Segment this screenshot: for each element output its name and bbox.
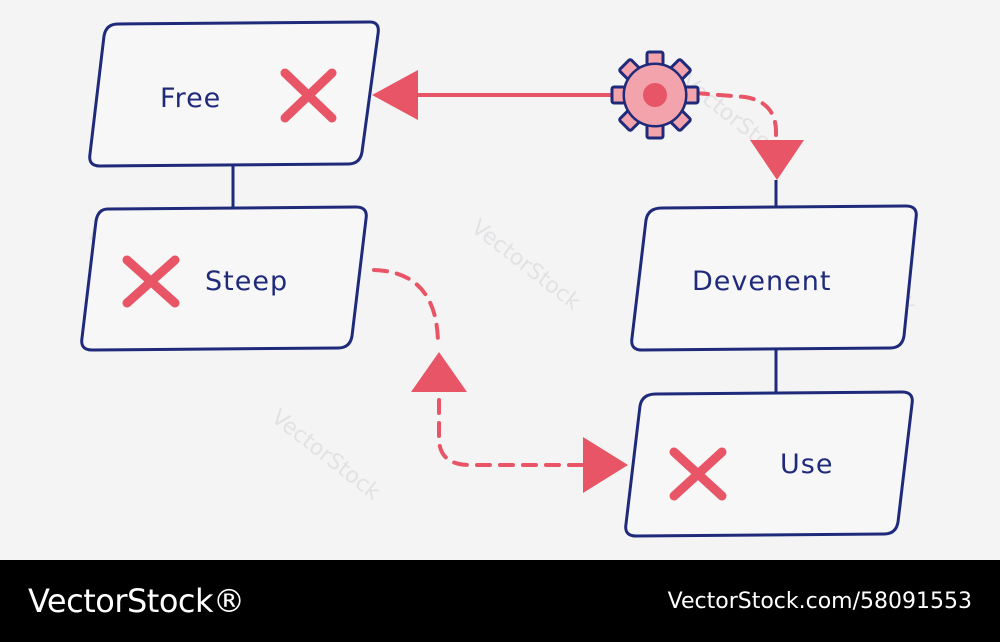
node-devenent-box bbox=[630, 204, 918, 352]
watermark-text: VectorStock bbox=[266, 405, 385, 506]
cross-mark-icon bbox=[122, 255, 180, 308]
arrowhead-icon bbox=[372, 70, 418, 120]
node-use: Use bbox=[624, 390, 914, 538]
node-steep-box bbox=[80, 205, 368, 352]
node-free: Free bbox=[88, 20, 380, 168]
footer-brand-logo: VectorStock® bbox=[28, 582, 245, 620]
node-steep: Steep bbox=[80, 205, 368, 352]
gear-icon bbox=[610, 50, 700, 140]
cross-mark-icon bbox=[669, 447, 727, 501]
footer-image-id: VectorStock.com/58091553 bbox=[667, 588, 972, 614]
node-use-label: Use bbox=[780, 449, 833, 480]
node-free-label: Free bbox=[160, 83, 221, 114]
node-use-box bbox=[624, 390, 914, 538]
arrow-gear-to-devenent bbox=[693, 91, 804, 180]
arrowhead-icon bbox=[750, 140, 804, 180]
arrowhead-icon bbox=[411, 352, 467, 392]
node-devenent-label: Devenent bbox=[692, 266, 831, 297]
footer-bar: VectorStock® VectorStock.com/58091553 bbox=[0, 560, 1000, 642]
arrow-gear-to-free bbox=[372, 70, 615, 120]
node-steep-label: Steep bbox=[205, 266, 288, 297]
node-devenent: Devenent bbox=[630, 204, 918, 352]
flow-diagram: VectorStock VectorStock VectorStock Vect… bbox=[80, 20, 920, 538]
arrow-steep-to-use bbox=[372, 268, 628, 493]
node-free-box bbox=[88, 20, 380, 168]
cross-mark-icon bbox=[280, 68, 337, 123]
arrowhead-icon bbox=[583, 437, 628, 493]
watermark-text: VectorStock bbox=[466, 215, 585, 316]
